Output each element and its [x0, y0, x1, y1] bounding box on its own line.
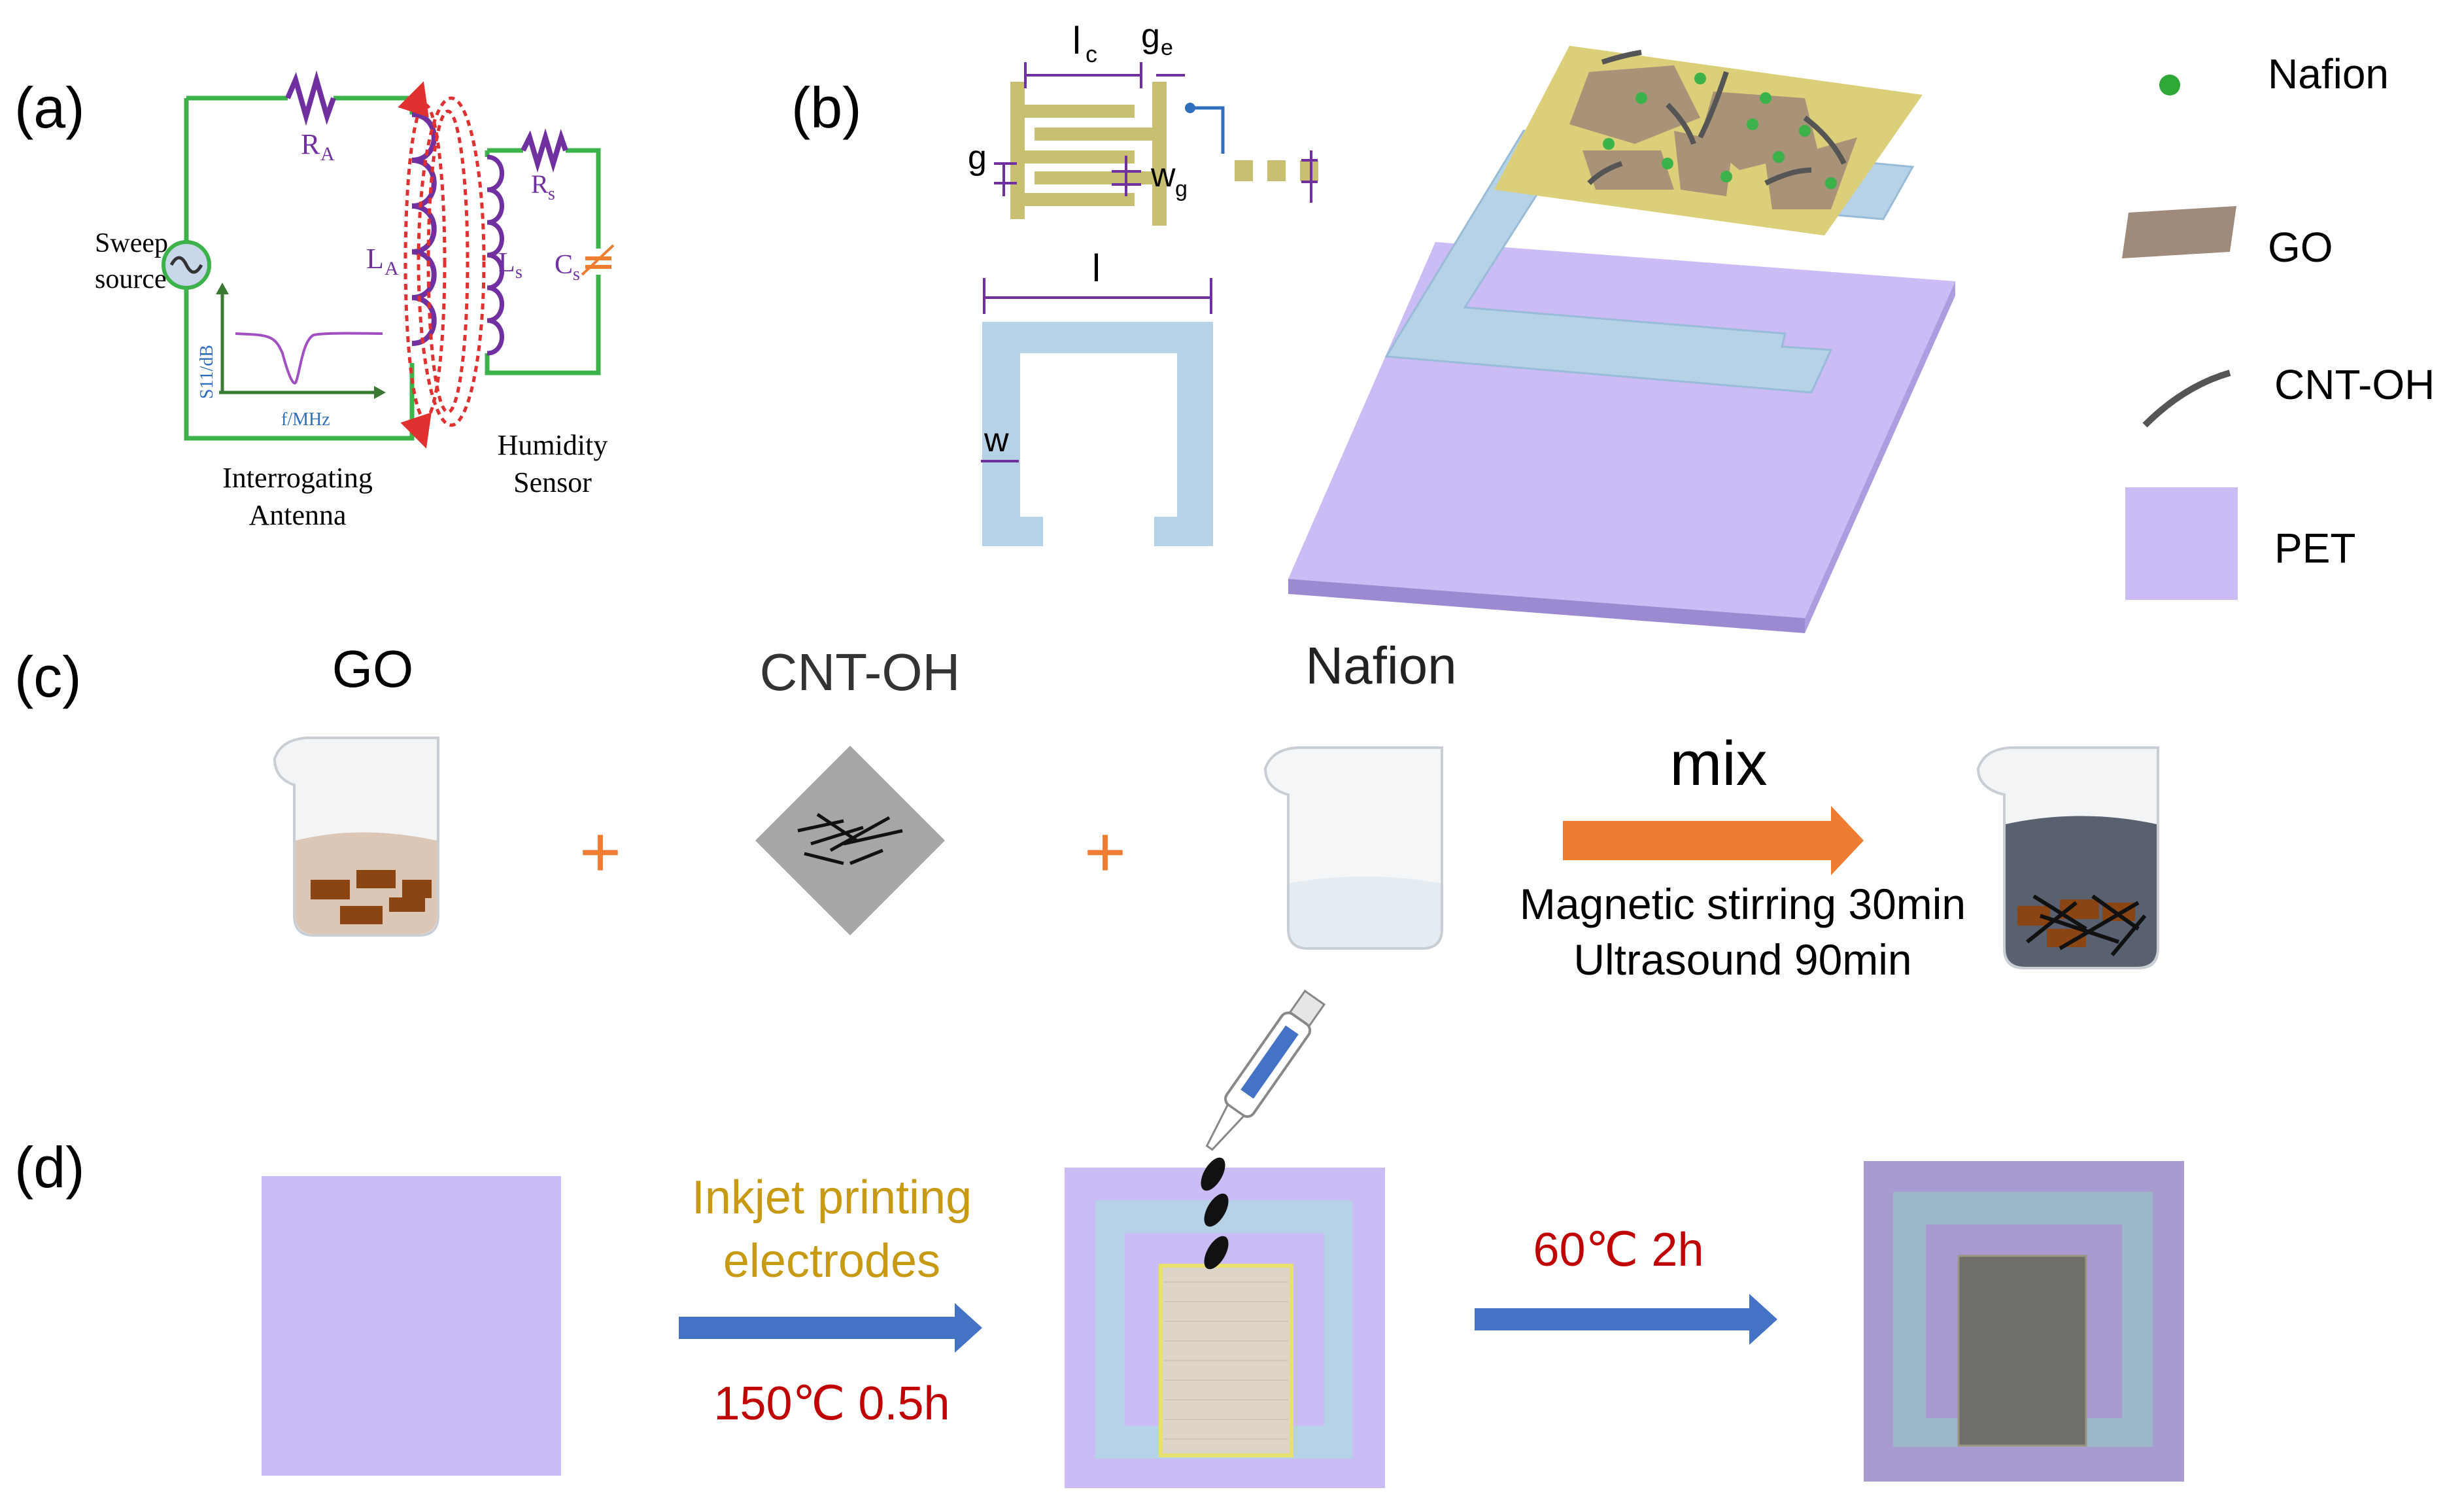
legend-pet-label: PET	[2274, 525, 2355, 572]
antenna-dimension-lines	[981, 278, 1212, 462]
sweep-source-line1: Sweep	[95, 228, 168, 258]
s11-ylabel: S11/dB	[197, 345, 217, 399]
cnt-title: CNT-OH	[760, 643, 961, 701]
lead-point-icon	[1185, 103, 1195, 113]
antenna-resistor	[285, 70, 336, 126]
plus-sign-1: +	[579, 812, 621, 892]
panel-d: (d) Inkjet printing electrodes 150℃ 0.5h	[14, 989, 2184, 1488]
field-arrow-icon	[398, 81, 429, 118]
panel-c: (c) GO CNT-OH Nafion + +	[14, 636, 2159, 984]
panel-a-label: (a)	[14, 75, 85, 140]
s11-resonance-curve	[235, 332, 383, 385]
antenna-caption-line1: Interrogating	[222, 462, 373, 494]
dim-wg-label: w	[1150, 156, 1176, 194]
go-legend-icon	[2122, 206, 2236, 258]
mix-step-1: Magnetic stirring 30min	[1520, 880, 1966, 928]
dim-ge-label: g	[1141, 17, 1160, 55]
magnetic-coupling-field	[403, 96, 486, 427]
dim-wg-sub: g	[1175, 177, 1188, 201]
panel-d-label: (d)	[14, 1135, 85, 1200]
nafion-dots-on-film	[1603, 73, 1837, 189]
cure-label: 150℃ 0.5h	[713, 1378, 950, 1430]
dim-ge-sub: e	[1161, 35, 1173, 60]
sensor-caption-line1: Humidity	[498, 429, 608, 461]
ink-droplets	[1201, 1157, 1229, 1270]
electrode-dimension-lines	[994, 62, 1318, 203]
mix-step-2: Ultrasound 90min	[1573, 935, 1911, 984]
legend-cnt-label: CNT-OH	[2274, 361, 2435, 408]
go-title: GO	[332, 640, 413, 698]
split-ring-antenna-shape	[982, 322, 1213, 546]
sensor-resistor	[521, 128, 568, 173]
mixture-beaker-icon	[1976, 746, 2159, 969]
sweep-source-line2: source	[95, 264, 167, 294]
inductor-s-sub: s	[515, 262, 522, 283]
inductor-a-sub: A	[385, 258, 399, 279]
dim-w-label: w	[984, 421, 1009, 459]
resistor-s-sub: s	[548, 184, 555, 204]
mix-arrow	[1563, 806, 1864, 875]
pet-legend-icon	[2125, 487, 2238, 600]
antenna-inductor-coil	[411, 112, 437, 346]
printing-label-line2: electrodes	[723, 1235, 940, 1287]
cnt-on-film	[1587, 50, 1847, 186]
dim-l-label: l	[1092, 247, 1101, 290]
electrode-lead-wire	[1190, 106, 1225, 154]
legend-nafion-label: Nafion	[2268, 50, 2389, 97]
go-sheets-on-film	[1569, 65, 1857, 209]
dry-arrow	[1475, 1294, 1777, 1345]
go-beaker-icon	[273, 737, 439, 937]
pipette-icon	[1205, 989, 1326, 1151]
s11-x-arrowhead	[374, 386, 386, 399]
dry-label: 60℃ 2h	[1533, 1224, 1703, 1276]
inductor-a-label: L	[366, 243, 384, 275]
nafion-legend-icon	[2159, 75, 2180, 96]
dim-g-label: g	[968, 139, 987, 177]
cnt-legend-icon	[2142, 370, 2231, 428]
printed-device	[1065, 1168, 1385, 1488]
sensor-inductor-coil	[487, 154, 504, 356]
antenna-caption-line2: Antenna	[248, 499, 346, 531]
pet-substrate-top	[1288, 242, 1955, 618]
dim-lc-label: l	[1072, 20, 1081, 62]
dim-lc-sub: c	[1086, 41, 1097, 67]
panel-b: (b) l c g e g w g	[791, 17, 2435, 633]
capacitor-s-label: C	[555, 250, 573, 280]
final-device	[1864, 1161, 2184, 1482]
mix-label: mix	[1669, 729, 1767, 799]
panel-b-label: (b)	[791, 75, 862, 140]
capacitor-s-sub: s	[573, 264, 580, 285]
field-arrow-icon	[400, 412, 432, 449]
s11-y-arrowhead	[216, 283, 229, 294]
interdigital-electrode-schematic	[1010, 82, 1318, 226]
pet-substrate-side	[1805, 281, 1955, 633]
s11-xlabel: f/MHz	[281, 409, 330, 430]
plus-sign-2: +	[1084, 812, 1126, 892]
legend-go-label: GO	[2268, 224, 2333, 271]
panel-a: (a) R A Sweep source S11/dB f/MHz L A	[14, 70, 615, 531]
resistor-a-sub: A	[320, 143, 335, 165]
bare-pet-substrate	[262, 1176, 561, 1476]
inductor-s-label: L	[498, 248, 515, 278]
sensor-circuit-wire	[485, 148, 601, 375]
cnt-powder-icon	[755, 746, 945, 935]
printing-label-line1: Inkjet printing	[692, 1172, 972, 1224]
print-arrow	[679, 1303, 982, 1353]
nafion-title: Nafion	[1305, 636, 1456, 695]
variable-capacitor-arrow-icon	[581, 244, 615, 276]
s11-inset-plot: S11/dB f/MHz	[197, 283, 386, 430]
resistor-s-label: R	[531, 169, 549, 199]
panel-c-label: (c)	[14, 644, 82, 709]
resistor-a-label: R	[301, 128, 320, 160]
nafion-beaker-icon	[1263, 746, 1443, 950]
materials-legend: Nafion GO CNT-OH PET	[2122, 50, 2435, 600]
sensor-caption-line2: Sensor	[513, 466, 592, 498]
sine-wave-icon	[169, 256, 203, 274]
pet-substrate-edge	[1288, 579, 1805, 633]
